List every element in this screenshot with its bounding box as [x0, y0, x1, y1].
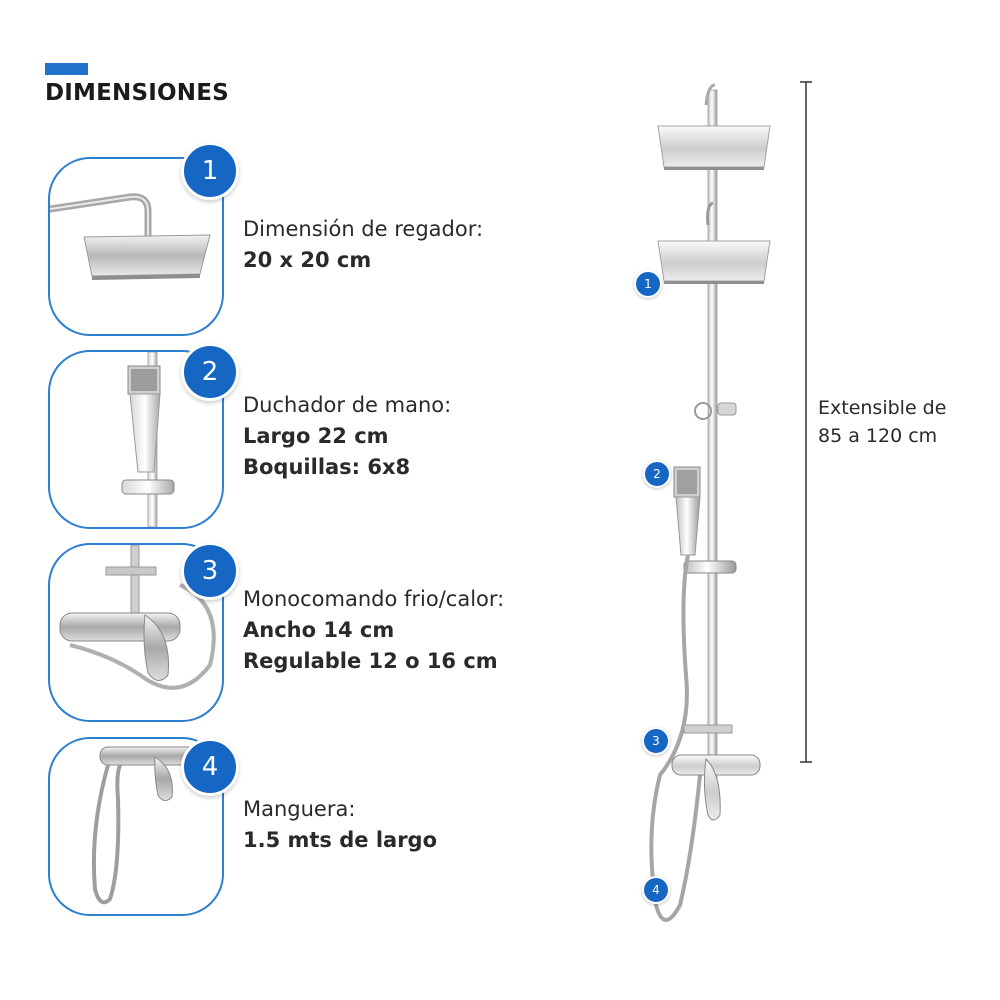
extensible-label: Extensible de 85 a 120 cm — [818, 394, 946, 450]
header-accent-bar — [45, 63, 88, 75]
spec-value: 1.5 mts de largo — [243, 828, 438, 852]
step-badge-4: 4 — [181, 738, 239, 796]
spec-value: 20 x 20 cm — [243, 248, 372, 272]
spec-label: Manguera: — [243, 797, 356, 821]
spec-label: Duchador de mano: — [243, 393, 452, 417]
height-dimension-line — [800, 81, 812, 763]
spec-value: Regulable 12 o 16 cm — [243, 649, 498, 673]
spec-value: Largo 22 cm — [243, 424, 389, 448]
extensible-line-1: Extensible de — [818, 397, 947, 419]
spec-label: Dimensión de regador: — [243, 217, 484, 241]
step-badge-1: 1 — [181, 142, 239, 200]
marker-badge-4: 4 — [642, 876, 670, 904]
shower-column-illustration — [649, 83, 771, 922]
spec-hose: Manguera: 1.5 mts de largo — [243, 794, 437, 856]
hand-shower-illustration — [121, 352, 175, 527]
mixer-valve-illustration — [59, 545, 216, 690]
page-title: DIMENSIONES — [45, 80, 229, 106]
spec-label: Monocomando frio/calor: — [243, 587, 505, 611]
spec-rain-shower: Dimensión de regador: 20 x 20 cm — [243, 214, 483, 276]
rain-shower-head-illustration — [50, 193, 211, 280]
extensible-line-2: 85 a 120 cm — [818, 425, 938, 447]
marker-badge-1: 1 — [634, 270, 662, 298]
step-badge-2: 2 — [181, 343, 239, 401]
spec-value: Ancho 14 cm — [243, 618, 395, 642]
spec-hand-shower: Duchador de mano: Largo 22 cm Boquillas:… — [243, 390, 451, 483]
spec-value: Boquillas: 6x8 — [243, 455, 411, 479]
marker-badge-2: 2 — [643, 460, 671, 488]
spec-mixer: Monocomando frio/calor: Ancho 14 cm Regu… — [243, 584, 504, 677]
marker-badge-3: 3 — [642, 727, 670, 755]
step-badge-3: 3 — [181, 542, 239, 600]
